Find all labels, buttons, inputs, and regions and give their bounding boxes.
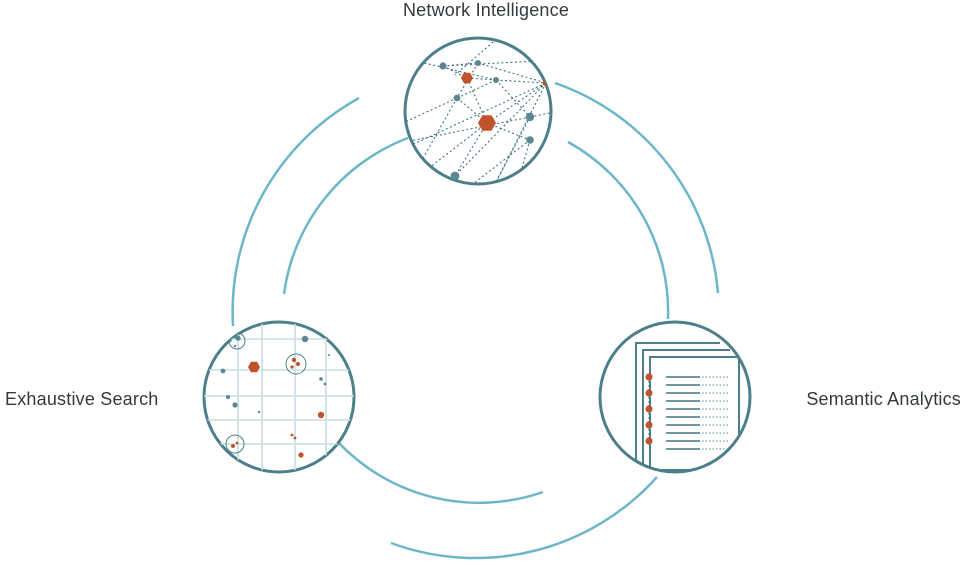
inner-arc-left <box>282 136 409 295</box>
label-network-intelligence: Network Intelligence <box>403 0 569 20</box>
label-exhaustive-search: Exhaustive Search <box>5 389 158 409</box>
inner-arc-right <box>567 140 670 320</box>
exhaustive-search-node <box>202 320 356 474</box>
outer-arc-left <box>231 96 360 327</box>
outer-ring <box>231 81 720 560</box>
inner-ring <box>282 136 670 505</box>
semantic-analytics-node <box>598 320 752 474</box>
document-stack-icon <box>635 342 740 472</box>
inner-arc-bottom <box>337 441 544 505</box>
outer-arc-right <box>554 81 720 294</box>
label-semantic-analytics: Semantic Analytics <box>806 389 961 409</box>
network-graph-icon <box>405 38 551 184</box>
outer-arc-bottom <box>390 476 658 560</box>
network-intelligence-node <box>403 36 553 186</box>
